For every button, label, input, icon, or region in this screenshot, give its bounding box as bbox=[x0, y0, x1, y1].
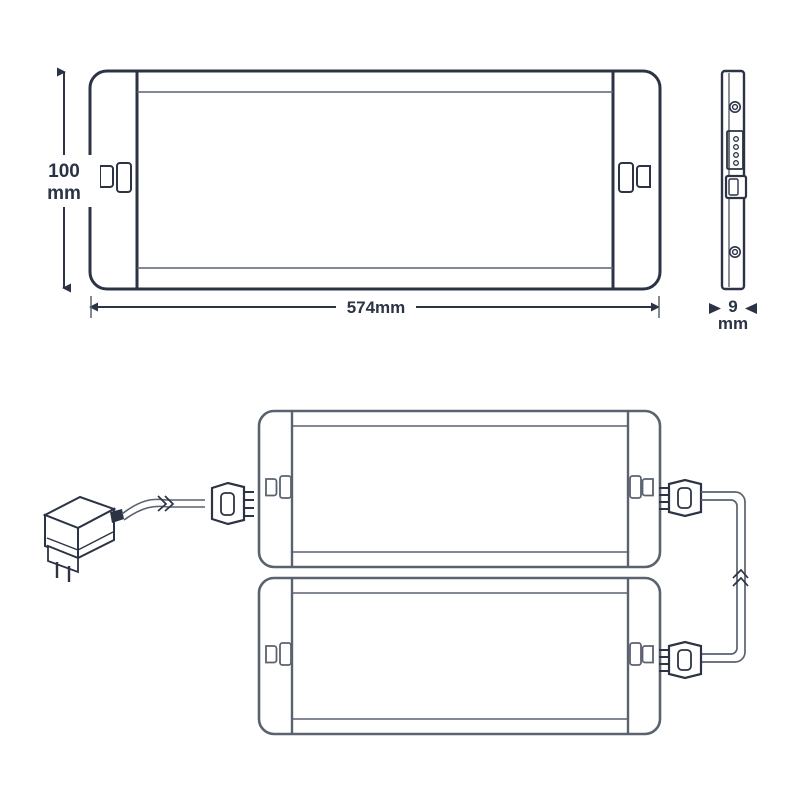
side-screw-top bbox=[728, 101, 741, 114]
dimension-height: 100 mm bbox=[28, 67, 100, 293]
wiring-panel-upper bbox=[257, 409, 662, 569]
thickness-dimension-value: 9 bbox=[728, 297, 737, 316]
panel-lower-body bbox=[257, 576, 662, 736]
power-adapter bbox=[42, 495, 124, 582]
link-cable-inner-edge bbox=[701, 499, 738, 655]
side-connector-housing bbox=[726, 130, 744, 170]
connector-power-keyway bbox=[220, 492, 235, 516]
link-cable bbox=[659, 478, 749, 680]
link-cable-break-mark-1 bbox=[732, 568, 749, 579]
adapter-cable-break-mark-1 bbox=[157, 495, 168, 512]
height-dimension-value: 100 bbox=[48, 161, 80, 182]
dimension-width: 574mm bbox=[89, 294, 660, 320]
adapter-cable-lower-edge bbox=[123, 505, 205, 521]
adapter-cable bbox=[121, 495, 205, 521]
panel-right-tab bbox=[636, 165, 651, 188]
panel-upper-right-tab bbox=[641, 478, 654, 497]
panel-right-port bbox=[618, 162, 634, 193]
adapter-seam bbox=[46, 531, 114, 551]
panel-outer-body bbox=[88, 69, 662, 291]
side-connector-pin-3 bbox=[733, 152, 739, 158]
adapter-prong-base bbox=[47, 544, 79, 574]
side-connector-pin-2 bbox=[733, 144, 739, 150]
side-view-group bbox=[720, 69, 748, 291]
front-view-group bbox=[88, 69, 662, 291]
connector-link-lower-keyway bbox=[677, 649, 692, 671]
panel-upper-left-tab bbox=[265, 478, 278, 497]
panel-lower-right-port bbox=[629, 642, 642, 666]
wiring-panel-lower bbox=[257, 576, 662, 736]
panel-upper-left-port bbox=[279, 475, 292, 499]
panel-left-tab bbox=[99, 165, 114, 188]
height-label-backdrop bbox=[28, 155, 100, 207]
height-dimension-unit: mm bbox=[47, 183, 81, 204]
thickness-arrow-right bbox=[745, 303, 757, 314]
panel-lower-left-tab bbox=[265, 645, 278, 664]
thickness-dimension-unit: mm bbox=[718, 314, 748, 333]
adapter-cable-break-mark-2 bbox=[164, 495, 175, 512]
connector-link-upper-keyway bbox=[677, 487, 692, 509]
panel-left-port bbox=[116, 162, 132, 193]
connector-plug-link-upper bbox=[659, 478, 703, 518]
side-connector-pin-1 bbox=[733, 136, 739, 142]
connector-plug-link-lower bbox=[659, 640, 703, 680]
thickness-arrow-left bbox=[709, 303, 721, 314]
panel-lower-right-tab bbox=[641, 645, 654, 664]
side-connector-pin-4 bbox=[733, 160, 739, 166]
adapter-strain-relief bbox=[110, 509, 124, 523]
adapter-cable-upper-edge bbox=[121, 498, 205, 515]
width-label-backdrop bbox=[336, 294, 416, 320]
side-screw-bottom bbox=[728, 246, 741, 259]
panel-lower-left-port bbox=[279, 642, 292, 666]
link-cable-break-mark-2 bbox=[732, 576, 749, 587]
side-retaining-tab bbox=[724, 174, 748, 200]
side-connector-block bbox=[726, 130, 744, 170]
connector-plug-power bbox=[210, 481, 254, 526]
dimension-thickness: 9 mm bbox=[709, 297, 757, 333]
link-cable-outer-edge bbox=[701, 491, 746, 663]
width-dimension-value: 574mm bbox=[347, 298, 406, 317]
panel-upper-body bbox=[257, 409, 662, 569]
panel-upper-right-port bbox=[629, 475, 642, 499]
